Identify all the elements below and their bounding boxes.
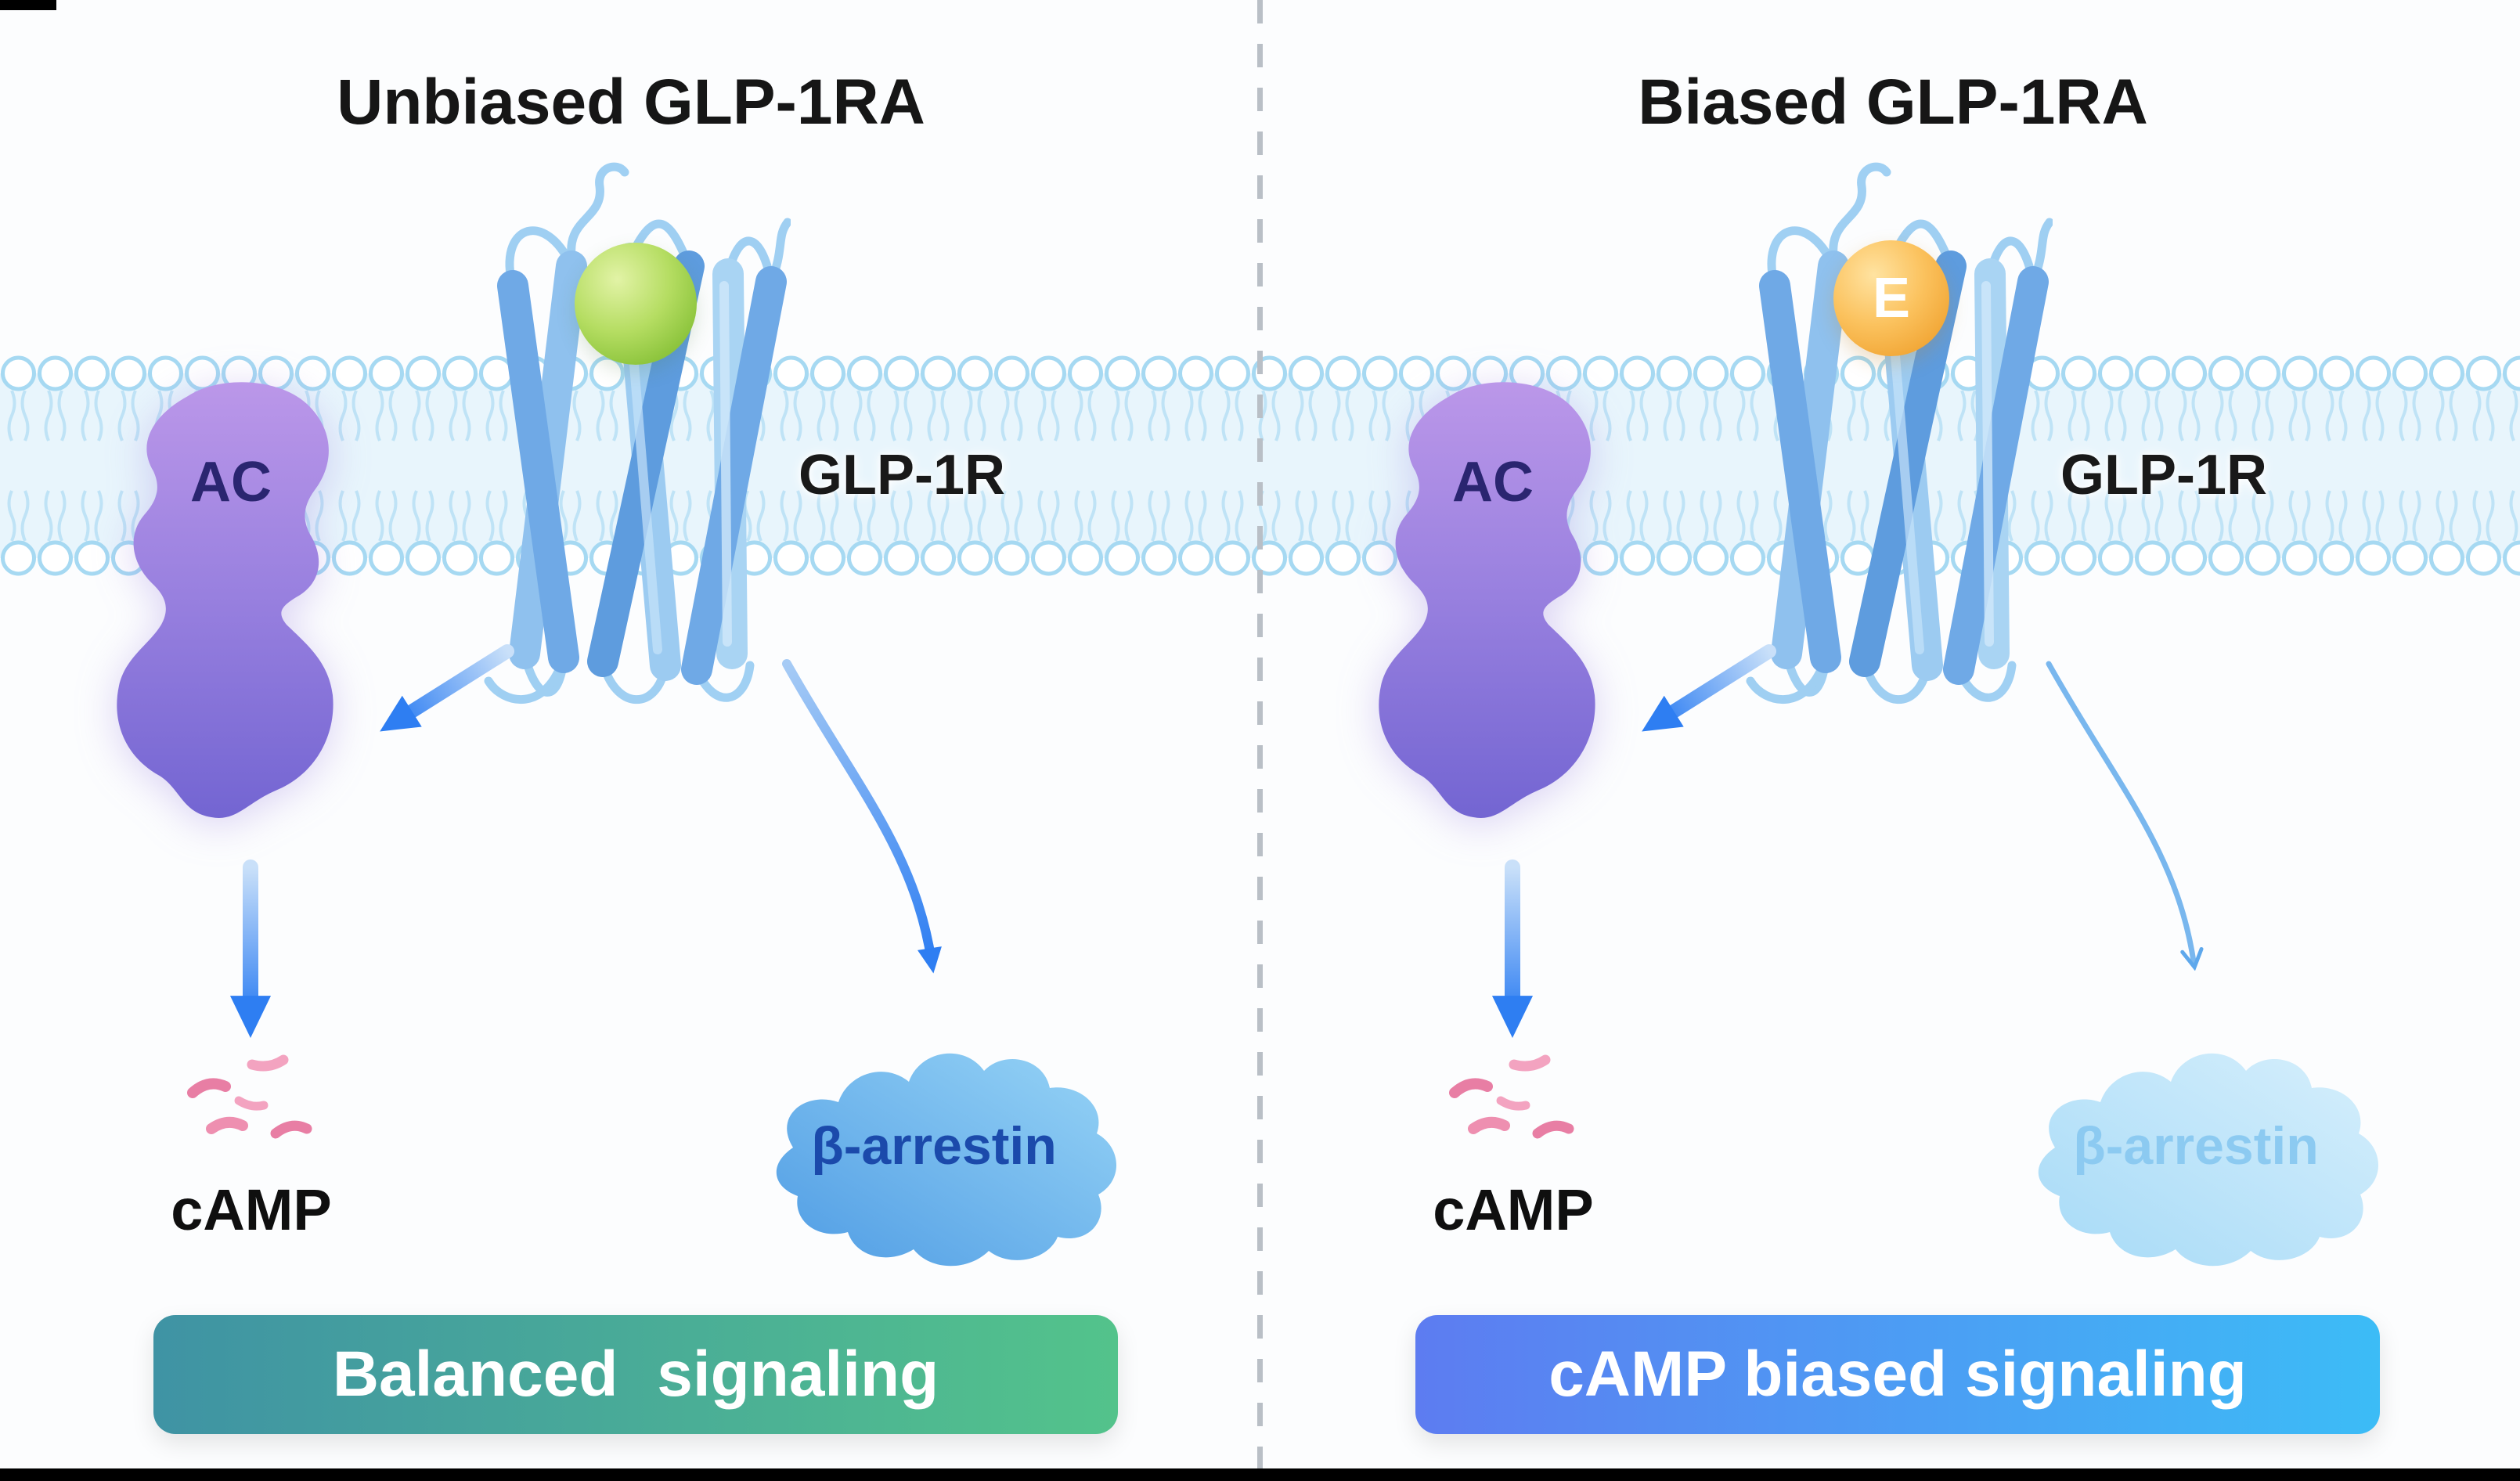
- panel-title: Biased GLP-1RA: [1638, 67, 2148, 138]
- banner-text: cAMP biased signaling: [1548, 1339, 2247, 1410]
- banner-text: Balanced signaling: [332, 1339, 939, 1410]
- ac-label: AC: [190, 451, 272, 513]
- camp-molecules: [1449, 1054, 1574, 1139]
- panel-title: Unbiased GLP-1RA: [337, 67, 925, 138]
- camp-label: cAMP: [171, 1177, 332, 1242]
- camp-label: cAMP: [1433, 1177, 1594, 1242]
- beta-arrestin-blob-faded: [2038, 1053, 2379, 1267]
- signaling-banner: cAMP biased signaling: [1415, 1315, 2380, 1434]
- beta-arrestin-label: β-arrestin: [2073, 1116, 2319, 1176]
- ligand-label: E: [1872, 267, 1911, 330]
- arrow-receptor-to-ac: [380, 644, 514, 732]
- beta-arrestin-blob: [776, 1053, 1117, 1267]
- adenylyl-cyclase-blob: [117, 382, 333, 818]
- panel-divider-dashed-line: [1257, 0, 1263, 1468]
- arrow-receptor-to-arrestin: [782, 659, 942, 974]
- adenylyl-cyclase-blob: [1379, 382, 1595, 818]
- frame-bottom-bar: [0, 1468, 2520, 1481]
- beta-arrestin-label: β-arrestin: [811, 1116, 1057, 1176]
- arrow-receptor-to-ac: [1642, 644, 1776, 732]
- signaling-arrows: [1449, 644, 2520, 1139]
- arrow-receptor-to-arrestin-weak: [2046, 661, 2194, 961]
- panel-biased-glp1ra: Biased GLP-1RA: [1262, 0, 2520, 1468]
- ac-label: AC: [1452, 451, 1534, 513]
- receptor-label: GLP-1R: [798, 444, 1006, 506]
- signaling-arrows: [187, 644, 942, 1139]
- panel-unbiased-glp1ra: Unbiased GLP-1RA: [0, 0, 1258, 1468]
- camp-molecules: [187, 1054, 312, 1139]
- receptor-label: GLP-1R: [2060, 444, 2268, 506]
- ligand-ball-green: [575, 243, 697, 365]
- ligand-ball-orange: E: [1833, 240, 1949, 356]
- frame-topleft-bar: [0, 0, 56, 10]
- signaling-banner: Balanced signaling: [153, 1315, 1118, 1434]
